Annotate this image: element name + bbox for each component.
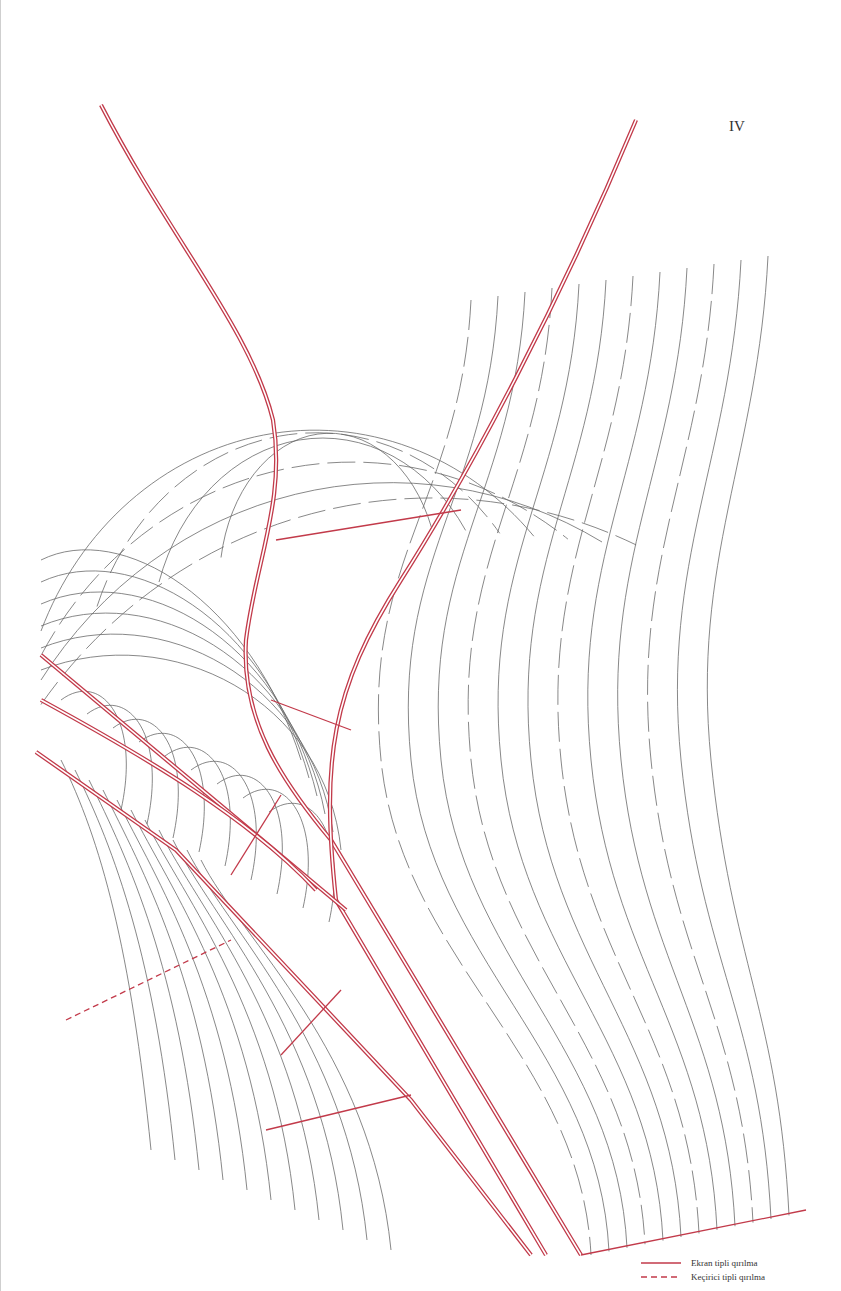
fault-double-core <box>36 752 531 1255</box>
legend-line <box>641 1262 681 1263</box>
legend-swatch <box>641 1273 681 1281</box>
contour-line <box>41 655 341 850</box>
fault-line <box>581 1210 806 1255</box>
legend-row: Keçirici tipli qırılma <box>641 1272 767 1282</box>
contour-line <box>159 830 319 1220</box>
fault-line <box>281 990 341 1055</box>
contour-line <box>588 272 717 1230</box>
contour-line <box>408 296 609 1251</box>
contour-line <box>75 770 175 1160</box>
contour-line <box>61 760 151 1150</box>
contour-line <box>113 719 178 838</box>
contour-line <box>221 433 432 557</box>
contour-line <box>528 280 681 1237</box>
fault-double-core <box>330 120 636 1255</box>
contour-line <box>468 288 645 1244</box>
contour-line <box>41 430 534 631</box>
legend-line <box>641 1276 681 1277</box>
contour-line <box>201 860 391 1250</box>
legend-swatch <box>641 1259 681 1267</box>
contour-line <box>173 840 343 1230</box>
fault-double-core <box>41 700 316 890</box>
fault-double-line <box>41 700 316 890</box>
contour-line <box>498 284 663 1241</box>
fault-double-core <box>101 105 581 1255</box>
legend-text: Ekran tipli qırılma <box>689 1258 760 1268</box>
fault-double-line <box>101 105 581 1255</box>
contour-line <box>438 292 627 1248</box>
legend-text: Keçirici tipli qırılma <box>689 1272 767 1282</box>
contour-line <box>145 820 295 1210</box>
legend-row: Ekran tipli qırılma <box>641 1258 760 1268</box>
contour-line <box>707 256 789 1215</box>
contour-line <box>558 276 699 1233</box>
contour-line <box>378 300 591 1255</box>
fault-line <box>271 700 351 730</box>
fault-line <box>266 1095 411 1130</box>
fault-double-line <box>36 752 531 1255</box>
contour-line <box>217 775 282 894</box>
contour-line <box>269 803 334 922</box>
fault-double-core <box>41 655 346 910</box>
region-label: IV <box>729 118 745 135</box>
contour-line <box>677 260 771 1219</box>
fault-double-line <box>330 120 636 1255</box>
contour-line <box>648 264 753 1223</box>
contour-line <box>41 483 602 680</box>
contour-line <box>618 268 735 1226</box>
contour-line <box>131 810 271 1200</box>
fault-line <box>66 940 231 1020</box>
contour-line <box>41 462 568 655</box>
contour-line <box>41 634 333 832</box>
contour-line <box>41 550 301 760</box>
fault-line <box>276 510 461 540</box>
fault-double-line <box>41 655 346 910</box>
contour-line <box>103 790 223 1180</box>
contour-line <box>191 761 256 880</box>
contour-line <box>41 498 636 705</box>
fault-line <box>231 795 281 875</box>
